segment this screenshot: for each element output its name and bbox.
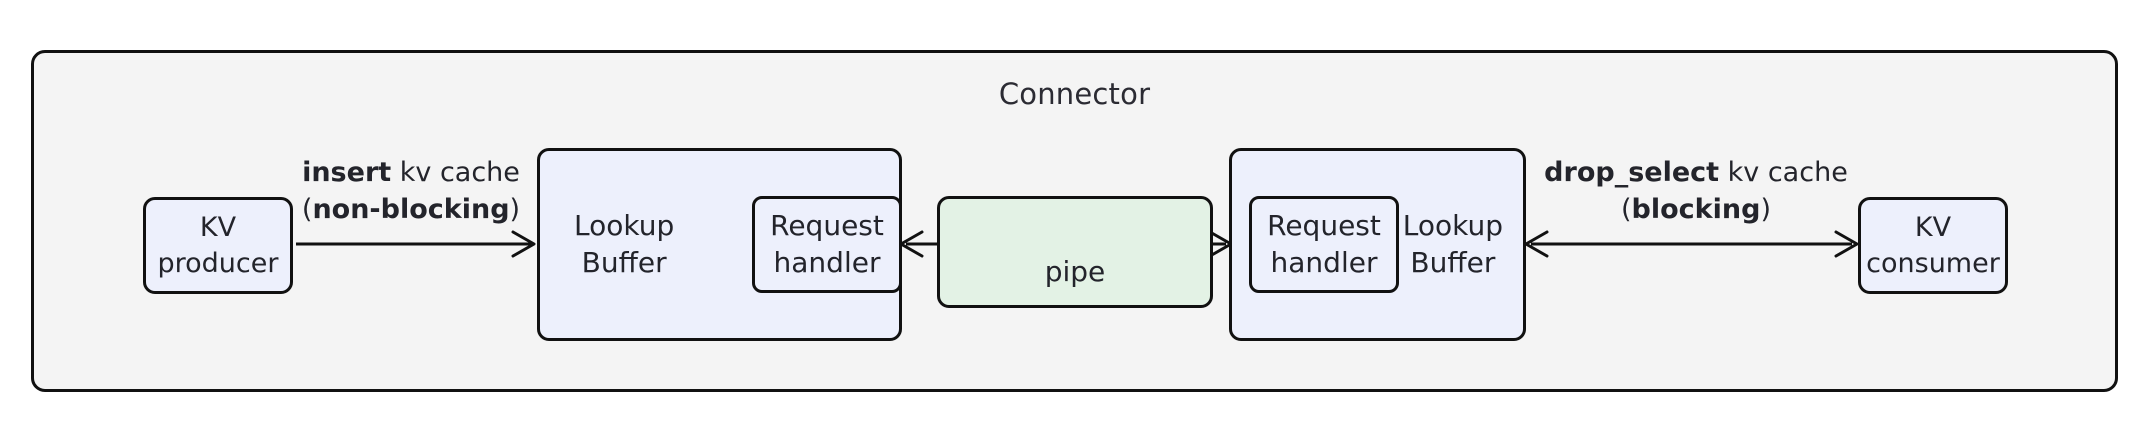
kv-producer-line1: KV xyxy=(199,211,237,243)
lookup-buffer-right-line1: Lookup xyxy=(1402,208,1503,242)
edge-label-insert-strong: insert xyxy=(302,157,392,188)
edge-label-insert: insert kv cache (non-blocking) xyxy=(286,154,536,229)
request-handler-left-line2: handler xyxy=(773,245,881,279)
edge-label-drop-select-strong: drop_select xyxy=(1544,157,1720,188)
kv-consumer-line2: consumer xyxy=(1866,247,2000,279)
edge-label-drop-select-plain: kv cache xyxy=(1719,157,1848,188)
lookup-buffer-left-line2: Buffer xyxy=(581,245,667,279)
node-request-handler-right[interactable]: Request handler xyxy=(1249,196,1399,293)
edge-label-drop-select-open-paren: ( xyxy=(1621,194,1632,226)
edge-label-insert-plain: kv cache xyxy=(391,157,520,188)
edge-label-drop-select-mode: blocking xyxy=(1631,194,1761,226)
edge-label-drop-select-line1: drop_select kv cache xyxy=(1536,154,1856,191)
request-handler-right-line2: handler xyxy=(1270,245,1378,279)
request-handler-right-line1: Request xyxy=(1267,208,1381,242)
connector-title: Connector xyxy=(998,77,1151,111)
edge-label-insert-line2: (non-blocking) xyxy=(286,191,536,228)
edge-label-insert-close-paren: ) xyxy=(509,194,521,226)
node-kv-consumer[interactable]: KV consumer xyxy=(1858,197,2008,294)
kv-producer-line2: producer xyxy=(157,247,279,279)
edge-label-drop-select: drop_select kv cache (blocking) xyxy=(1536,154,1856,229)
edge-label-insert-open-paren: ( xyxy=(301,194,313,226)
edge-label-drop-select-line2: (blocking) xyxy=(1536,191,1856,228)
edge-label-insert-line1: insert kv cache xyxy=(286,154,536,191)
node-kv-producer[interactable]: KV producer xyxy=(143,197,293,294)
edge-label-drop-select-close-paren: ) xyxy=(1760,194,1771,226)
lookup-buffer-right-line2: Buffer xyxy=(1410,245,1496,279)
node-request-handler-left[interactable]: Request handler xyxy=(752,196,902,293)
kv-consumer-line1: KV xyxy=(1914,211,1952,243)
lookup-buffer-left-line1: Lookup xyxy=(574,208,675,242)
node-pipe[interactable]: pipe xyxy=(937,196,1213,308)
edge-label-insert-mode: non-blocking xyxy=(312,194,510,226)
pipe-label: pipe xyxy=(1044,255,1106,289)
request-handler-left-line1: Request xyxy=(770,208,884,242)
